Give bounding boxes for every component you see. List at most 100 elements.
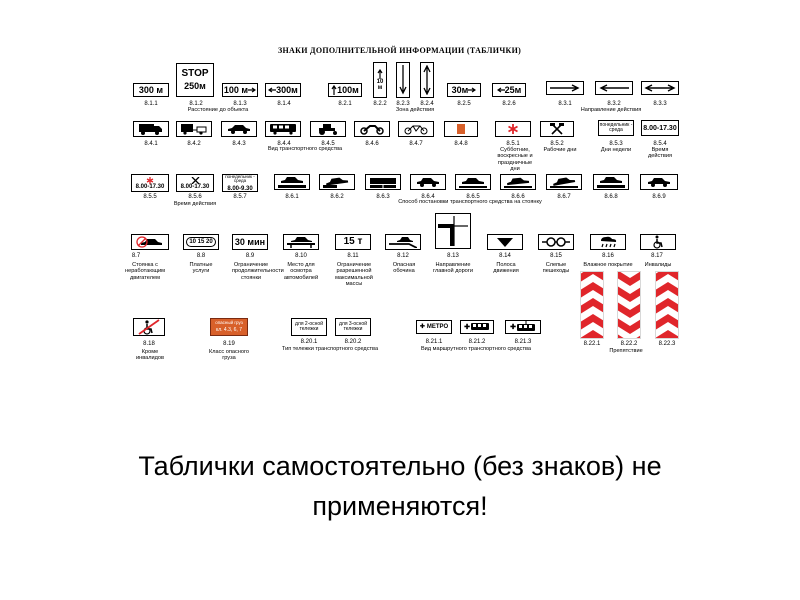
blind-pedestrians-icon (542, 237, 570, 247)
parking-car-curb-icon (278, 177, 306, 188)
code-8-17: 8.17 (651, 253, 663, 259)
plate-8-6-3 (365, 174, 401, 190)
arrow-up-icon (377, 69, 383, 79)
caption-8-15: Слепые пешеходы (542, 262, 570, 275)
code-8-6-6: 8.6.6 (511, 194, 525, 200)
parking-car-icon (459, 178, 487, 188)
caption-8-5-3: Дни недели (600, 147, 632, 153)
footer-note: Таблички самостоятельно (без знаков) не … (0, 446, 800, 526)
plate-8-6-5 (455, 174, 491, 190)
caption-8-20: Тип тележки транспортного средства (281, 346, 379, 352)
plate-8-9: 30 мин (232, 234, 268, 250)
main-road-direction-icon (438, 216, 468, 246)
plate-8-4-2 (176, 121, 212, 137)
plate-8-1-2: STOP 250м (176, 63, 214, 97)
stop-distance: 250м (184, 81, 206, 91)
bus-icon (470, 323, 489, 330)
hazard-stripes-icon (618, 272, 640, 338)
code-8-6-7: 8.6.7 (557, 194, 571, 200)
caption-zone: Зона действия (395, 107, 435, 113)
plate-8-2-6: 25м (492, 83, 526, 97)
plate-8-2-4 (420, 62, 434, 98)
plate-8-12 (385, 234, 421, 250)
code-8-11: 8.11 (347, 253, 359, 259)
caption-8-16: Влажное покрытие (583, 262, 633, 268)
plate-8-5-5-text: 8.00-17.30 (135, 183, 165, 190)
plate-8-5-7-bottom: 8.00-9.30 (227, 185, 253, 192)
code-8-13: 8.13 (447, 253, 459, 259)
code-8-22-3: 8.22.3 (658, 341, 676, 347)
code-8-6-2: 8.6.2 (330, 194, 344, 200)
code-8-2-6: 8.2.6 (502, 101, 516, 107)
code-8-3-3: 8.3.3 (653, 101, 667, 107)
parking-car-icon (550, 177, 578, 188)
stop-label: STOP (181, 68, 209, 79)
code-8-22-1: 8.22.1 (583, 341, 601, 347)
hazard-stripes-icon (656, 272, 678, 338)
bicycle-icon (404, 125, 428, 135)
arrow-right-icon (468, 87, 477, 93)
plate-8-2-2: 10 м (373, 62, 387, 98)
plus-icon: ✚ (510, 323, 516, 331)
code-8-20-2: 8.20.2 (344, 339, 362, 345)
car-icon (228, 125, 250, 134)
plate-8-5-2 (540, 121, 574, 137)
plate-8-4-1 (133, 121, 169, 137)
wet-surface-icon (601, 236, 617, 248)
plate-8-8-text: 10 15 20 (186, 237, 216, 247)
code-8-2-1: 8.2.1 (338, 101, 352, 107)
hammers-icon (191, 176, 199, 184)
code-8-15: 8.15 (550, 253, 562, 259)
plate-8-21-1: ✚ МЕТРО (416, 320, 452, 334)
code-8-5-6: 8.5.6 (188, 194, 202, 200)
arrow-left-icon (496, 87, 505, 93)
code-8-1-4: 8.1.4 (277, 101, 291, 107)
inspection-ramp-icon (287, 237, 315, 248)
lane-arrow-down-icon (497, 238, 513, 247)
plate-8-3-3 (641, 81, 679, 95)
code-8-6-3: 8.6.3 (376, 194, 390, 200)
code-8-21-2: 8.21.2 (468, 339, 486, 345)
plate-8-2-3 (396, 62, 410, 98)
plate-8-18 (133, 318, 165, 336)
code-8-14: 8.14 (499, 253, 511, 259)
plate-8-3-1 (546, 81, 584, 95)
code-8-1-3: 8.1.3 (233, 101, 247, 107)
code-8-5-3: 8.5.3 (609, 141, 623, 147)
code-8-4-5: 8.4.5 (321, 141, 335, 147)
code-8-20-1: 8.20.1 (300, 339, 318, 345)
plate-8-4-4 (265, 121, 301, 137)
parking-car-icon (648, 178, 670, 187)
code-8-5-1: 8.5.1 (506, 141, 520, 147)
bus-icon (270, 124, 296, 135)
code-8-5-4: 8.5.4 (653, 141, 667, 147)
hammers-icon (550, 123, 564, 135)
code-8-21-1: 8.21.1 (425, 339, 443, 345)
plate-8-6-2 (319, 174, 355, 190)
code-8-2-2: 8.2.2 (373, 101, 387, 107)
plate-8-21-2: ✚ (460, 320, 494, 334)
plate-8-11: 15 т (335, 234, 371, 250)
caption-vehicle: Вид транспортного средства (267, 146, 343, 152)
plate-8-21-3: ✚ (505, 320, 541, 334)
truck-icon (139, 124, 162, 135)
arrow-down-icon (399, 65, 407, 95)
tractor-icon (319, 124, 337, 135)
plate-8-2-5-text: 30м (451, 84, 469, 95)
code-8-6-8: 8.6.8 (604, 194, 618, 200)
arrow-up-down-icon (423, 65, 431, 95)
plate-8-2-1: 100м (328, 83, 362, 97)
code-8-4-1: 8.4.1 (144, 141, 158, 147)
plate-8-16 (590, 234, 626, 250)
plate-8-7 (131, 234, 169, 250)
plate-8-8: 10 15 20 (183, 234, 219, 250)
caption-8-10: Место для осмотра автомобилей (283, 262, 319, 281)
arrow-both-icon (644, 84, 676, 92)
code-8-2-4: 8.2.4 (420, 101, 434, 107)
plate-8-14 (487, 234, 523, 250)
code-8-8: 8.8 (196, 253, 206, 259)
plate-8-6-6 (500, 174, 536, 190)
code-8-5-2: 8.5.2 (550, 141, 564, 147)
plate-8-19-bottom: кл. 4.3, 6, 7 (215, 326, 242, 333)
